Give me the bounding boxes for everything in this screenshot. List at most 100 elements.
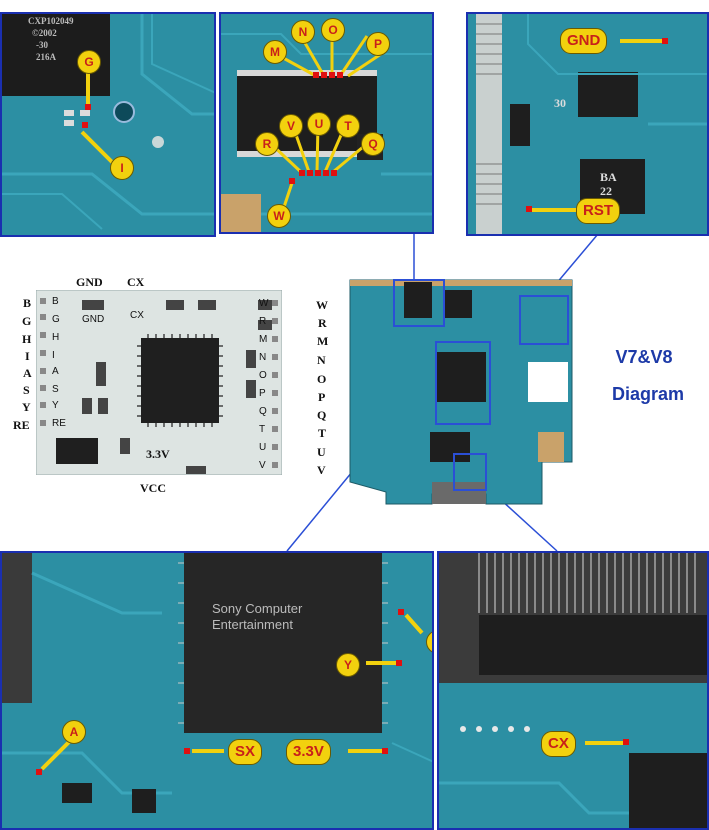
modchip-inner-cx: CX	[130, 310, 144, 321]
solder-point-g	[85, 104, 91, 110]
label-p: P	[366, 32, 390, 56]
label-gnd: GND	[560, 28, 607, 54]
pad-w	[289, 178, 295, 184]
modchip-right-w: W	[316, 298, 328, 313]
modchip-inner-left-a: A	[52, 366, 59, 377]
modchip-inner-left-i: I	[52, 350, 55, 361]
solder-point-gnd	[662, 38, 668, 44]
modchip-inner-right-q: Q	[259, 406, 267, 417]
ps2-board-overview	[346, 272, 576, 514]
modchip-inner-left-h: H	[52, 332, 59, 343]
label-w: W	[267, 204, 291, 228]
label-r: R	[255, 132, 279, 156]
modchip-right-o: O	[317, 372, 326, 387]
solder-point-i	[82, 122, 88, 128]
chip-marking: BA	[600, 170, 617, 185]
label-v: V	[279, 114, 303, 138]
modchip-left-re: RE	[13, 418, 30, 433]
modchip-right-u: U	[317, 445, 326, 460]
modchip-inner-right-u: U	[259, 442, 266, 453]
modchip-inner-right-r: R	[259, 316, 266, 327]
label-y: Y	[336, 653, 360, 677]
modchip-left-y: Y	[22, 400, 31, 415]
chip-marking: ©2002	[32, 28, 57, 38]
diagram-title-line2: Diagram	[598, 384, 698, 405]
panel-bottom-right: CX	[437, 551, 709, 830]
modchip-right-r: R	[318, 316, 327, 331]
pad-q	[331, 170, 337, 176]
solder-point-b	[398, 609, 404, 615]
label-q: Q	[361, 132, 385, 156]
chip-marking: Entertainment	[212, 617, 293, 632]
modchip-diagram: GND CX B G H I A S Y RE W R M N O P Q T …	[36, 290, 282, 475]
pcb-bottom-right-graphic	[439, 553, 709, 830]
modchip-voltage-label: 3.3V	[146, 447, 170, 462]
pad-r	[299, 170, 305, 176]
modchip-inner-right-n: N	[259, 352, 266, 363]
modchip-left-g: G	[22, 314, 31, 329]
modchip-inner-right-m: M	[259, 334, 267, 345]
modchip-top-cx: CX	[127, 275, 144, 290]
modchip-inner-right-o: O	[259, 370, 267, 381]
label-o: O	[321, 18, 345, 42]
modchip-inner-right-w: W	[259, 298, 268, 309]
modchip-right-q: Q	[317, 408, 326, 423]
modchip-inner-left-b: B	[52, 296, 59, 307]
panel-top-right: 30 BA 22 GND RST	[466, 12, 709, 236]
label-u: U	[307, 112, 331, 136]
modchip-right-v: V	[317, 463, 326, 478]
label-sx: SX	[228, 739, 262, 765]
pad-n	[321, 72, 327, 78]
modchip-inner-left-y: Y	[52, 400, 59, 411]
solder-point-rst	[526, 206, 532, 212]
modchip-right-n: N	[317, 353, 326, 368]
modchip-inner-right-v: V	[259, 460, 266, 471]
modchip-top-gnd: GND	[76, 275, 103, 290]
chip-marking: Sony Computer	[212, 601, 302, 616]
label-g: G	[77, 50, 101, 74]
label-cx: CX	[541, 731, 576, 757]
solder-point-3v3	[382, 748, 388, 754]
pad-u	[315, 170, 321, 176]
modchip-left-i: I	[25, 349, 30, 364]
modchip-inner-left-g: G	[52, 314, 60, 325]
label-i: I	[110, 156, 134, 180]
panel-top-middle: M N O P R V U T Q W	[219, 12, 434, 234]
chip-marking: 30	[554, 96, 566, 111]
modchip-right-p: P	[318, 390, 325, 405]
modchip-inner-left-s: S	[52, 384, 59, 395]
solder-point-sx	[184, 748, 190, 754]
pad-o	[329, 72, 335, 78]
diagram-title-line1: V7&V8	[604, 347, 684, 368]
modchip-left-s: S	[23, 383, 30, 398]
pcb-bottom-left-graphic	[2, 553, 434, 830]
modchip-inner-right-t: T	[259, 424, 265, 435]
modchip-inner-right-p: P	[259, 388, 266, 399]
chip-marking: CXP102049	[28, 16, 74, 26]
solder-point-y	[396, 660, 402, 666]
panel-bottom-left: Sony Computer Entertainment A SX 3.3V Y …	[0, 551, 434, 830]
solder-point-cx	[623, 739, 629, 745]
modchip-left-b: B	[23, 296, 31, 311]
label-a: A	[62, 720, 86, 744]
modchip-bottom-vcc: VCC	[140, 481, 166, 496]
chip-marking: -30	[36, 40, 48, 50]
modchip-left-h: H	[22, 332, 31, 347]
label-t: T	[336, 114, 360, 138]
pad-v	[307, 170, 313, 176]
label-rst: RST	[576, 198, 620, 224]
label-m: M	[263, 40, 287, 64]
pad-t	[323, 170, 329, 176]
panel-top-left: CXP102049 ©2002 -30 216A G I	[0, 12, 216, 237]
pcb-top-left-graphic	[2, 14, 216, 237]
label-n: N	[291, 20, 315, 44]
modchip-right-t: T	[318, 426, 326, 441]
chip-marking: 216A	[36, 52, 56, 62]
pad-p	[337, 72, 343, 78]
pad-m	[313, 72, 319, 78]
solder-point-a	[36, 769, 42, 775]
modchip-left-a: A	[23, 366, 32, 381]
chip-marking: 22	[600, 184, 612, 199]
modchip-inner-gnd: GND	[82, 314, 104, 325]
modchip-inner-left-re: RE	[52, 418, 66, 429]
